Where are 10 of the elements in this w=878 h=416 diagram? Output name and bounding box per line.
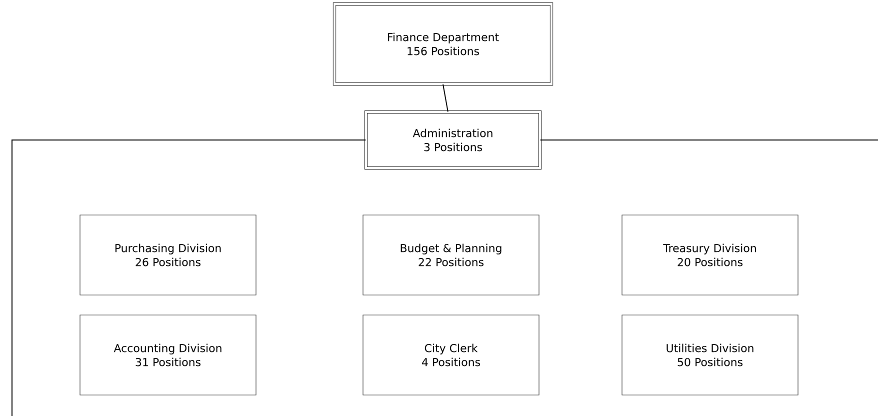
connector-line [12,140,366,416]
department-box: Administration 3 Positions [364,110,542,170]
division-box: Utilities Division 50 Positions [622,314,798,396]
division-box: Treasury Division 20 Positions [622,214,798,296]
department-box: Finance Department 156 Positions [332,2,554,86]
division-box: Budget & Planning 22 Positions [362,214,540,296]
division-box: City Clerk 4 Positions [362,314,540,396]
division-box: Accounting Division 31 Positions [80,314,256,396]
division-box: Purchasing Division 26 Positions [80,214,256,296]
connector-line [442,84,448,112]
